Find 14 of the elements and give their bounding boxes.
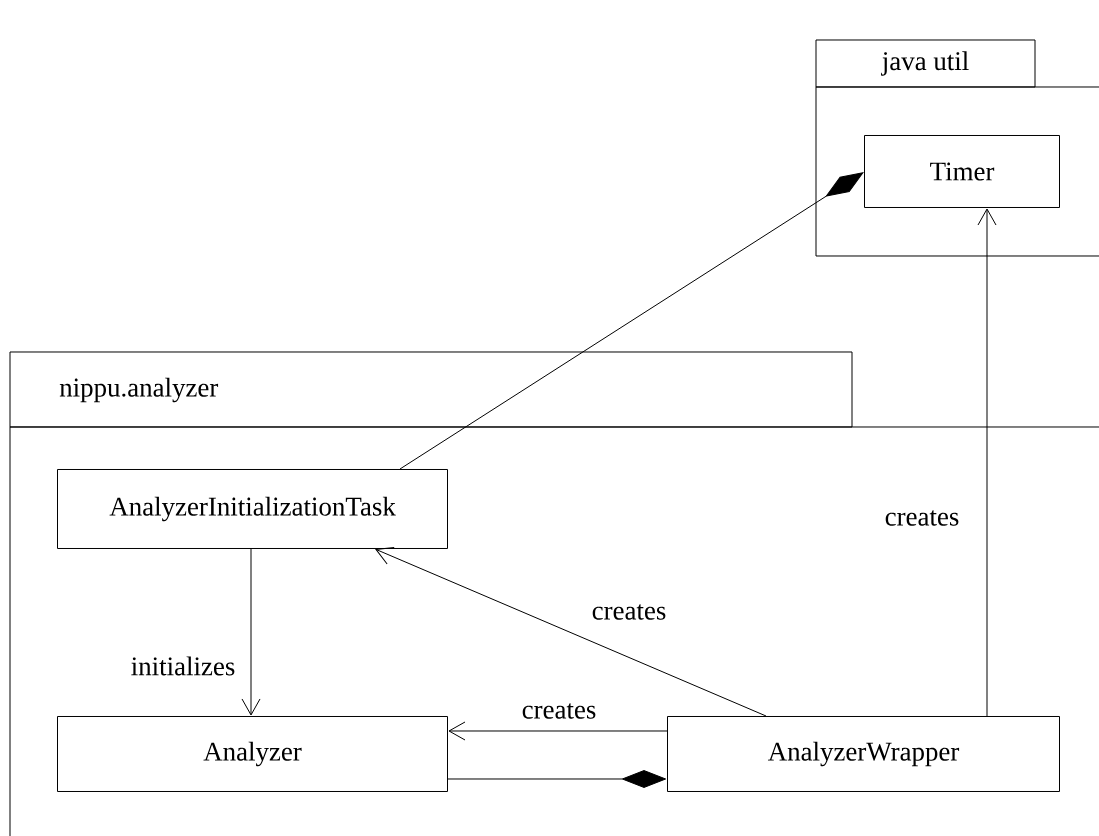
class-box: AnalyzerWrapper	[667, 716, 1060, 792]
composition-line	[399, 172, 864, 470]
class-box: Timer	[864, 135, 1060, 208]
arrow	[241, 548, 261, 716]
edge-label: initializes	[131, 656, 235, 676]
arrow	[977, 208, 997, 717]
composition-line	[447, 770, 667, 788]
edge-label: creates	[885, 510, 959, 526]
arrow	[448, 721, 668, 741]
arrow	[375, 546, 767, 717]
class-box: AnalyzerInitializationTask	[57, 469, 448, 549]
class-box: Analyzer	[57, 716, 448, 792]
edge-label: creates	[592, 604, 666, 620]
edge-label: creates	[522, 703, 596, 719]
